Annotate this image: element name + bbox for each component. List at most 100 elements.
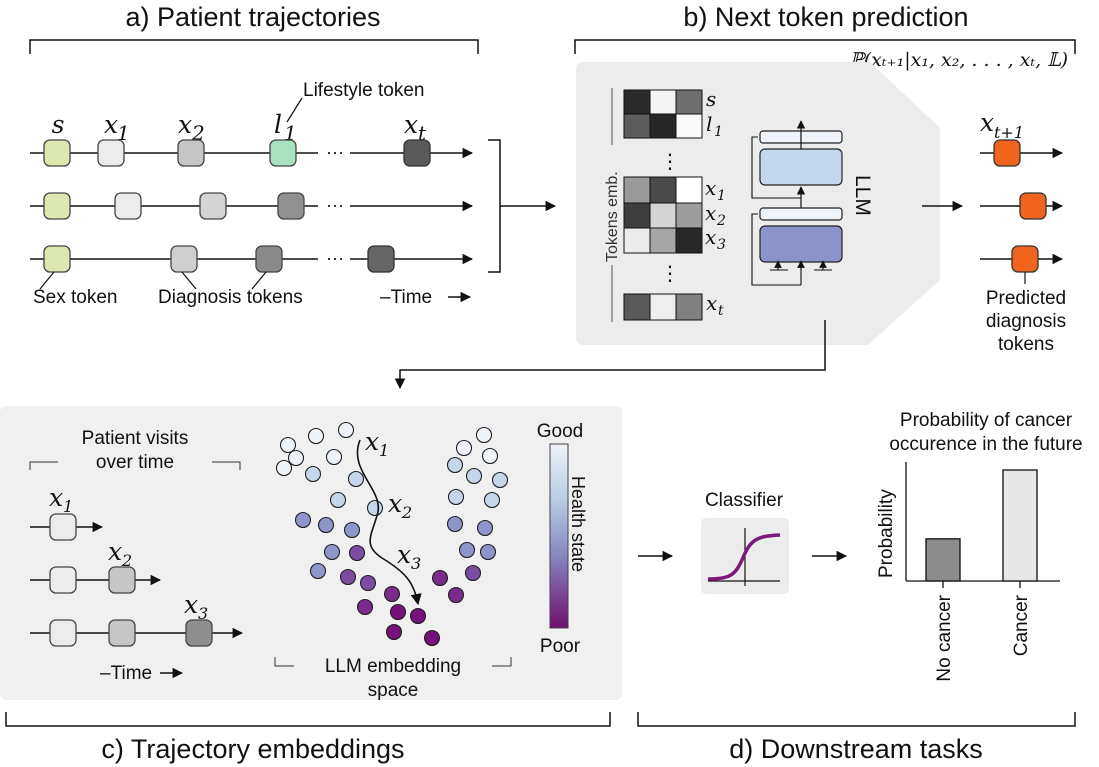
emb-row-x2: x 2 [705, 201, 726, 229]
embedding-point [323, 543, 341, 561]
svg-text:x: x [365, 427, 379, 456]
panel-d-bracket [637, 712, 1076, 727]
svg-text:···: ··· [326, 142, 344, 162]
svg-text:···: ··· [326, 248, 344, 268]
token-x1-label: x 1 [104, 110, 130, 145]
embedding-point [458, 541, 476, 559]
predicted-token-row-1 [980, 139, 1064, 167]
svg-text:3: 3 [717, 237, 726, 253]
predicted-token-row-2 [980, 192, 1064, 220]
svg-text:x: x [705, 225, 716, 249]
embedding-point [446, 456, 464, 474]
embedding-point [455, 439, 473, 457]
diagnosis-token [114, 192, 142, 220]
svg-text:⋮: ⋮ [660, 151, 680, 173]
embedding-point [475, 426, 493, 444]
svg-text:x: x [705, 176, 716, 200]
sigmoid-plot [707, 528, 781, 586]
predicted-token-row-3 [980, 245, 1064, 273]
token-l1-label: l 1 [274, 110, 297, 145]
svg-text:l: l [706, 112, 712, 136]
svg-text:1: 1 [379, 441, 389, 460]
embedding-x3-label: x 3 [397, 540, 421, 573]
svg-text:1: 1 [284, 121, 297, 145]
llm-label: LLM [851, 175, 874, 216]
good-label: Good [537, 421, 583, 442]
visits-label-2: over time [96, 452, 174, 473]
visit-row-1 [30, 513, 104, 541]
emb-row-xt: x t [706, 291, 724, 319]
visit-x1-label: x 1 [49, 483, 73, 516]
panel-a-bracket [29, 39, 479, 54]
svg-text:3: 3 [198, 604, 208, 623]
sex-token [43, 192, 71, 220]
svg-text:x: x [178, 110, 192, 139]
tokens-emb-label: Tokens emb. [604, 171, 621, 262]
svg-text:x: x [980, 108, 994, 137]
diagnosis-token [170, 245, 198, 273]
svg-text:x: x [49, 483, 63, 512]
panel-c-bracket [5, 712, 611, 727]
svg-text:2: 2 [716, 213, 726, 229]
panel-b-title: b) Next token prediction [683, 2, 968, 32]
embedding-point [389, 603, 407, 621]
predicted-token-label: x t+1 [980, 108, 1024, 142]
diagnosis-token [199, 192, 227, 220]
embedding-point [383, 585, 401, 603]
space-label-1: LLM embedding [325, 656, 461, 677]
token-x2-label: x 2 [178, 110, 205, 145]
visit-x3-label: x 3 [184, 590, 208, 623]
diagnosis-tokens-label: Diagnosis tokens [158, 287, 303, 308]
token-s-label: s [52, 110, 65, 139]
embedding-point [279, 436, 297, 454]
embedding-point [479, 543, 497, 561]
transformer-diagram [751, 120, 843, 286]
embedding-point [317, 516, 335, 534]
trajectory-row-2: ··· [30, 192, 474, 220]
token-xt-label: x t [404, 110, 427, 145]
x-tick-label: No cancer [934, 594, 955, 681]
svg-text:2: 2 [191, 121, 205, 145]
embedding-point [465, 467, 483, 485]
embedding-point [307, 427, 325, 445]
emb-row-s: s [706, 87, 716, 111]
next-token-formula: ℙ(xₜ₊₁|x₁, x₂, . . . , xₜ, 𝕃) [849, 49, 1068, 71]
embedding-point [491, 471, 509, 489]
svg-text:x: x [108, 537, 122, 566]
chart-title-1: Probability of cancer [900, 410, 1073, 431]
embedding-point [329, 491, 347, 509]
panel-d-title: d) Downstream tasks [729, 734, 983, 764]
diagnosis-token [277, 192, 305, 220]
embedding-point [409, 607, 427, 625]
panel-c-background [0, 406, 622, 700]
emb-row-x1: x 1 [705, 176, 726, 204]
embedding-point [337, 421, 355, 439]
chart-ylabel: Probability [876, 489, 897, 578]
embedding-matrix-bottom [623, 293, 703, 321]
embedding-point [447, 488, 465, 506]
diagnosis-token [177, 139, 205, 167]
rows-bracket [488, 139, 501, 273]
embedding-point [347, 470, 365, 488]
health-colorbar [549, 443, 569, 629]
embedding-point [464, 564, 482, 582]
svg-text:1: 1 [714, 124, 723, 140]
diagnosis-token [403, 139, 431, 167]
embedding-matrix-top [623, 89, 703, 139]
embedding-point [476, 519, 494, 537]
emb-row-l1: l 1 [706, 112, 723, 140]
svg-text:1: 1 [63, 497, 73, 516]
embedding-x2-label: x 2 [388, 489, 412, 522]
svg-text:1: 1 [717, 188, 726, 204]
time-label-a: –Time [380, 287, 432, 308]
poor-label: Poor [540, 636, 581, 657]
arrow-to-embeddings [394, 320, 826, 390]
svg-text:t+1: t+1 [994, 123, 1024, 142]
predicted-label-2: diagnosis [986, 311, 1066, 332]
visits-label-1: Patient visits [82, 428, 189, 449]
visit-x2-label: x 2 [108, 537, 132, 570]
svg-text:2: 2 [121, 551, 132, 570]
embedding-point [481, 447, 499, 465]
svg-text:x: x [184, 590, 198, 619]
